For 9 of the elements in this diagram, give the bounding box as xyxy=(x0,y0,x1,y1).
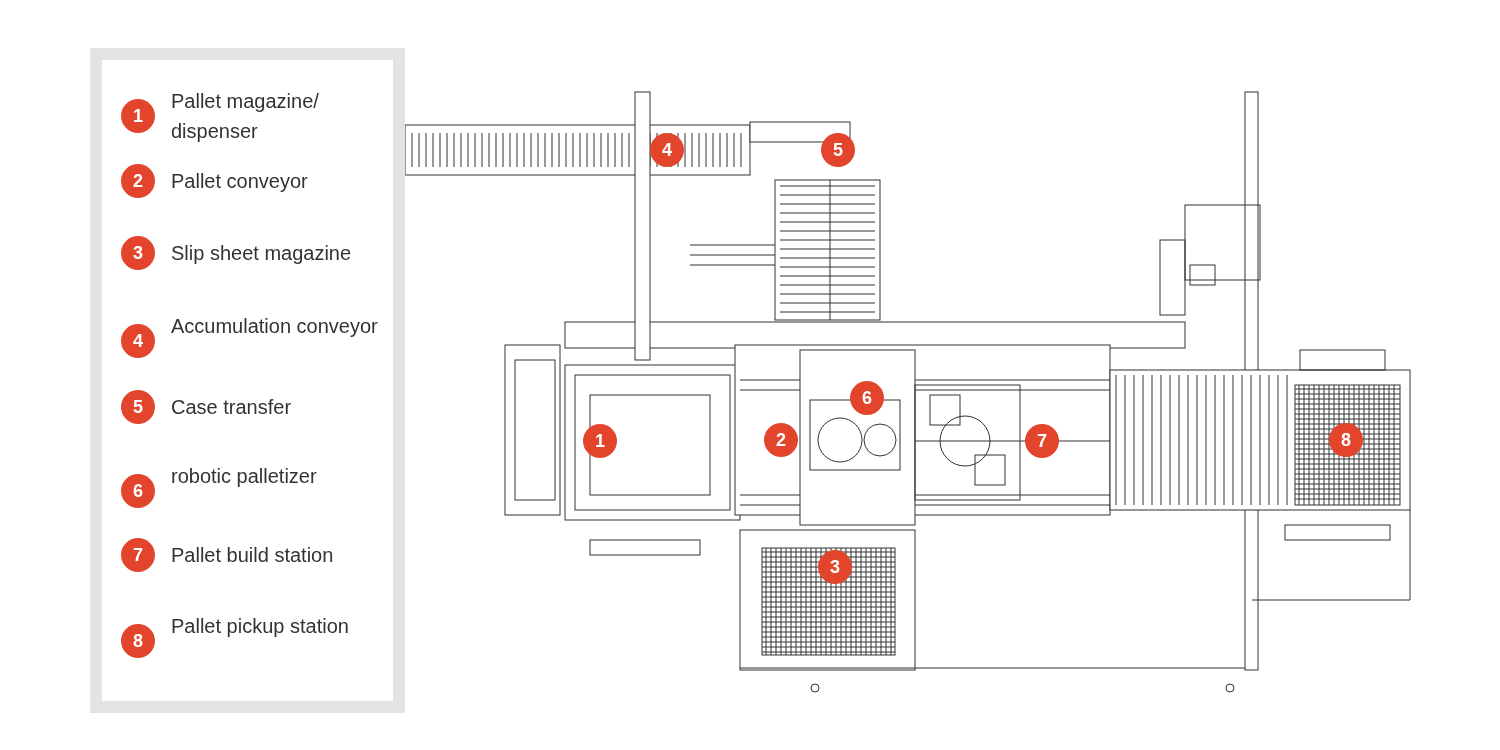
legend-text: Pallet build station xyxy=(171,543,335,568)
legend-text: Accumulation conveyor xyxy=(171,314,379,339)
legend-text: Slip sheet magazine xyxy=(171,241,353,266)
legend-text: Pallet pickup station xyxy=(171,614,350,639)
legend-text: Case transfer xyxy=(171,395,293,420)
legend-text: Pallet conveyor xyxy=(171,169,309,194)
legend-text: Pallet magazine/ dispenser xyxy=(171,89,320,144)
legend-text: robotic palletizer xyxy=(171,464,318,489)
callout-number: 5 xyxy=(821,133,855,167)
